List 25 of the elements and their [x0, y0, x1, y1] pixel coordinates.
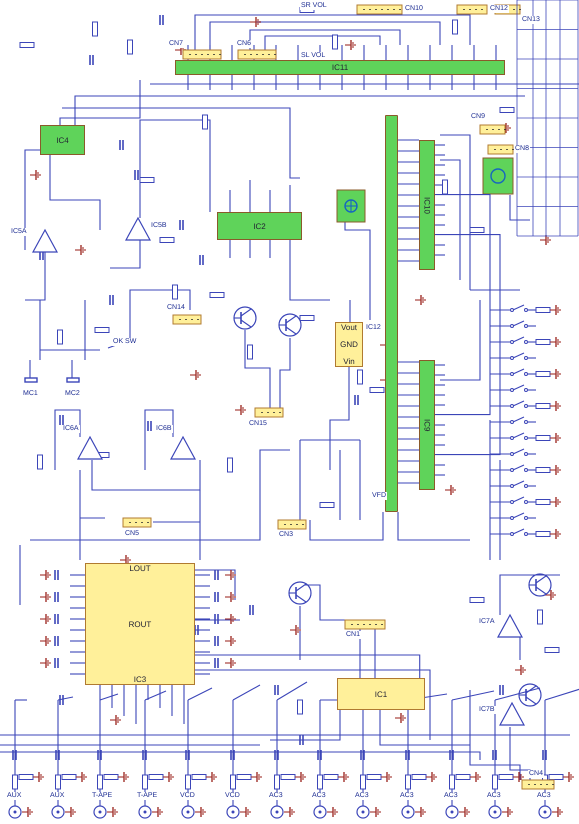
chip-label: IC1: [374, 690, 388, 698]
ic-chip: [175, 60, 505, 75]
chip-label: IC9: [422, 418, 432, 432]
wire: [195, 654, 420, 678]
chip-label: GND: [340, 340, 358, 349]
ic-chip: [419, 360, 435, 490]
ic-chip: [337, 678, 425, 710]
chip-label: IC4: [56, 136, 69, 144]
chip-label: IC11: [332, 63, 348, 72]
ic-chip: [419, 140, 435, 270]
ic-chip: [85, 563, 195, 685]
chip-label: Vin: [343, 357, 355, 366]
wire-bus: [397, 139, 420, 262]
chip-label: IC3: [134, 675, 146, 684]
wire-bus: [397, 361, 420, 484]
chip-label: IC2: [253, 222, 266, 230]
ic-chip: [40, 125, 85, 155]
wire-bus: [434, 194, 501, 456]
voltage-regulator: [335, 322, 363, 367]
ic-chip: [217, 212, 302, 240]
display-connector-bar: [385, 115, 398, 512]
chip-label: Vout: [340, 323, 357, 332]
chip-label: IC10: [422, 196, 432, 214]
chip-label: LOUT: [129, 564, 151, 573]
chip-label: ROUT: [128, 620, 152, 628]
